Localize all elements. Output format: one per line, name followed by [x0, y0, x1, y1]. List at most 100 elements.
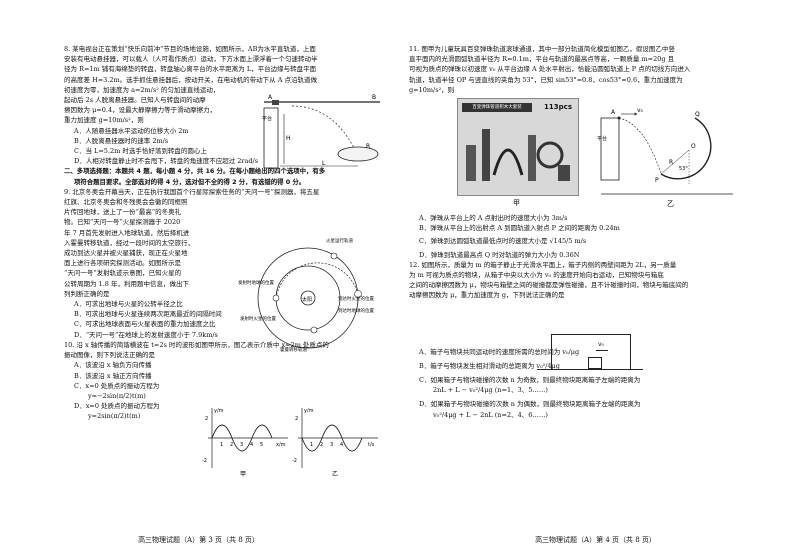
mars-arrive-icon	[354, 290, 362, 298]
q8-label-a: A	[268, 94, 273, 101]
q8-platform	[263, 107, 279, 169]
section-2-heading-1: 二、多项选择题：本题共 4 题，每小题 4 分，共 16 分。在每小题给出的四个…	[64, 167, 326, 176]
q10-option-c: C．x=0 处质点的振动方程为	[74, 381, 160, 390]
hohmann-orbit-path	[275, 262, 359, 299]
q9-orbit-figure: 太阳 火星运行轨道 到达时火星的位置 发射时地球的位置 发射时火星的位置 到达时…	[238, 237, 374, 353]
section-2-heading-2: 项符合题目要求。全部选对的得 4 分，选对但不全的得 2 分，有选错的得 0 分…	[74, 177, 306, 186]
graph-a-neg: -2	[202, 458, 207, 464]
q11-option-c: C．弹珠到达圆弧轨道最低点时的速度大小是 √145/5 m/s	[419, 237, 587, 246]
q11-label-angle: 53°	[679, 166, 688, 172]
graph-b-tick-3: 3	[330, 442, 333, 448]
graph-a-tick-5: 5	[260, 442, 263, 448]
question-8: 8. 某电视台正在策划“快乐向前冲”节目的场地设施，如图所示，AB为水平直轨道，…	[64, 44, 384, 166]
earth-arrive-icon	[310, 326, 318, 334]
mars-launch-label: 发射时火星的位置	[240, 315, 276, 322]
mars-orbit-label: 火星运行轨道	[326, 237, 353, 244]
q8-line-3: 径为 R=1m 铺有海绵垫的转盘，转盘轴心离平台的水平距离为 L，平台边缘与转盘…	[64, 65, 317, 74]
q10-option-d: D．x=0 处质点的振动方程为	[74, 402, 160, 411]
graph-b-tick-2: 2	[320, 442, 323, 448]
graph-a-tick-3: 3	[240, 442, 243, 448]
q12-v0-label: v₀	[598, 341, 604, 348]
q12-line-3: 之间的动摩擦因数为 μ，物块与箱壁之间的碰撞都是弹性碰撞，且不计碰撞时间，物块与…	[409, 281, 689, 290]
q9-line-4: 物。已知“天问一号”火星探测器于 2020	[64, 218, 181, 227]
q8-label-l: L	[322, 160, 326, 167]
q12-option-c: C．如果箱子与物块碰撞的次数 n 为奇数，则最终物块距离箱子左端的距离为	[419, 376, 641, 385]
q8-line-6: 起动后 2s 人脱离悬挂器。已知人与转盘间的动摩	[64, 96, 206, 105]
q9-option-d: D．“天问一号”在地球上的发射速度小于 7.9km/s	[74, 330, 218, 339]
q8-label-r: R	[366, 143, 370, 150]
q11-label-p: P	[655, 177, 659, 184]
q11-label-v0: v₀	[637, 107, 644, 114]
question-12: 12. 如图所示，质量为 m 的箱子静止于光滑水平面上，箱子内侧的两壁间距为 2…	[409, 260, 745, 420]
left-page-footer: 高三物理试题（A）第 3 页（共 8 页）	[138, 536, 259, 544]
q11-label-platform: 平台	[597, 135, 607, 142]
q11-line-3: 可视为质点的弹珠以初速度 v₀ 从平台边缘 A 处水平射出，恰能沿圆弧轨道上 P…	[409, 65, 691, 74]
q8-label-platform: 平台	[262, 115, 272, 122]
graph-b-xlabel: t/s	[368, 442, 375, 448]
sun-icon	[300, 290, 316, 306]
q11-trajectory	[618, 117, 662, 175]
q8-turntable	[337, 146, 379, 162]
q10-line-1: 10. 沿 x 轴传播的简谐横波在 t=2s 时的波形如图甲所示，图乙表示介质中…	[64, 340, 329, 349]
q11-radius-op	[660, 149, 690, 175]
q11-label-q: Q	[695, 111, 700, 118]
mars-launch-icon	[330, 252, 338, 260]
q8-line-4: 的高度差 H=3.2m。选手抓住悬挂器后，按动开关，在电动机的带动下从 A 点沿…	[64, 75, 318, 84]
q12-box: v₀	[551, 334, 631, 370]
q12-option-d: D．如果箱子与物块碰撞的次数 n 为偶数，则最终物块距离箱子左端的距离为	[419, 400, 641, 409]
q9-line-6: 入霍曼转移轨道，经过一段时间的太空旅行，	[64, 238, 194, 247]
mars-orbit-circle	[257, 247, 359, 349]
q8-option-c: C．当 L=5.2m 时选手恰好落到转盘的圆心上	[74, 147, 207, 156]
earth-launch-icon	[272, 294, 280, 302]
q12-floor	[537, 369, 643, 370]
q12-option-c-eq: 2nL + L − v₀²/4μg (n=1、3、5……)	[433, 386, 548, 395]
q9-line-5: 年 7 月首先发射进入地球轨道，然后择机进	[64, 228, 190, 237]
q11-photo: 百变弹珠管道积木大套装 113pcs	[457, 98, 579, 196]
q12-line-2: 为 m 可视为质点的物块，从箱子中央以大小为 v₀ 的速度开始向右运动，已知物块…	[409, 271, 664, 280]
q11-diagram-caption: 乙	[667, 200, 674, 208]
sun-label: 太阳	[302, 296, 312, 303]
q10-line-2: 振动图像，则下列说法正确的是	[64, 351, 155, 360]
right-column: 11. 图甲为儿童玩具百变弹珠轨道滚球通道，其中一部分轨道简化模型如图乙，假设图…	[409, 44, 745, 420]
q11-photo-tracks	[466, 129, 570, 181]
q11-point-a	[617, 116, 621, 120]
q9-line-11: 列判断正确的是	[64, 289, 110, 298]
q8-line-7: 擦因数为 μ=0.4，设最大静摩擦力等于滑动摩擦力，	[64, 106, 217, 115]
q9-line-2: 红旗、北京冬奥会和冬残奥会会徽的同框照	[64, 198, 188, 207]
q12-block	[588, 357, 602, 369]
q8-line-5: 初速度为零，加速度为 a=2m/s² 的匀加速直线运动，	[64, 85, 220, 94]
graph-a-tick-1: 1	[220, 442, 223, 448]
graph-b-caption: 乙	[332, 471, 338, 478]
q11-diagram: A v₀ 平台 Q O R P 53° 乙	[597, 107, 733, 208]
q9-option-b: B．可求出地球与火星连续两次距离最近的间隔时间	[74, 310, 222, 319]
q11-line-4: 轨道，轨道半径 OP 与竖直线的夹角为 53°，已知 sin53°=0.8，co…	[409, 75, 683, 84]
q8-option-a: A．人随悬挂器水平运动的位移大小 2m	[74, 126, 189, 135]
left-column: 8. 某电视台正在策划“快乐向前冲”节目的场地设施，如图所示，AB为水平直轨道，…	[64, 44, 384, 422]
q11-line-2: 直平面内的光滑圆弧轨道半径为 R=0.1m，平台与轨道的最高点等高，一颗质量 m…	[409, 55, 675, 64]
graph-a-wave	[211, 424, 273, 452]
q9-line-10: 公转周期为 1.8 年，利用题中信息，做出下	[64, 279, 189, 288]
left-page: 8. 某电视台正在策划“快乐向前冲”节目的场地设施，如图所示，AB为水平直轨道，…	[64, 44, 384, 544]
earth-launch-label: 发射时地球的位置	[238, 279, 274, 286]
q8-figure: A B H R L 平台	[262, 94, 380, 169]
graph-a-tick-4: 4	[250, 442, 253, 448]
graph-a-amp: 2	[205, 416, 208, 422]
q9-line-1: 9. 北京冬奥会开幕当天，正在执行我国首个行星际探索任务的“天问一号”探测器，将…	[64, 187, 320, 196]
graph-b-tick-1: 1	[310, 442, 313, 448]
q12-option-a: A．箱子与物块共同运动时的速度所需的总时间为 v₀/μg	[419, 347, 580, 356]
question-11: 11. 图甲为儿童玩具百变弹珠轨道滚球通道，其中一部分轨道简化模型如图乙，假设图…	[409, 44, 745, 260]
q8-option-d: D．人相对转盘静止时不会甩下，转盘的角速度不应超过 2rad/s	[74, 157, 259, 166]
earth-arrive-label: 到达时地球的位置	[338, 307, 374, 314]
q11-line-5: g=10m/s²，则	[409, 85, 455, 94]
q8-option-b: B．人脱离悬挂器时的速率 2m/s	[74, 136, 169, 145]
question-10: 10. 沿 x 轴传播的简谐横波在 t=2s 时的波形如图甲所示，图乙表示介质中…	[64, 340, 384, 422]
q8-label-h: H	[286, 135, 291, 142]
q9-line-3: 片传回地球，送上了一份“最高”的冬奥礼	[64, 208, 182, 217]
graph-b-amp: 2	[295, 416, 298, 422]
q11-label-o: O	[691, 143, 696, 150]
q12-v0-arrow	[596, 350, 608, 351]
q8-label-b: B	[372, 94, 376, 101]
graph-a-tick-2: 2	[230, 442, 233, 448]
right-page: 11. 图甲为儿童玩具百变弹珠轨道滚球通道，其中一部分轨道简化模型如图乙，假设图…	[397, 0, 794, 551]
q12-option-d-eq: v₀²/4μg + L − 2nL (n=2、4、6……)	[433, 410, 548, 419]
